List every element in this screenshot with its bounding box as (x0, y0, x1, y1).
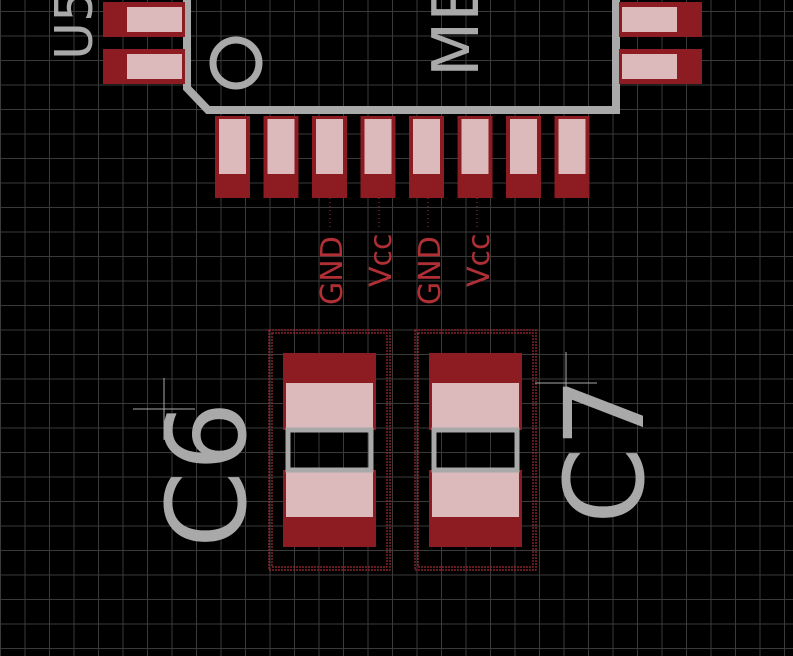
ic-u5[interactable]: ME U5 (45, 0, 702, 198)
ic-bottom-pad-4[interactable] (360, 116, 396, 198)
net-label-gnd: GND (315, 236, 350, 305)
c6-courtyard (268, 329, 391, 571)
ic-bottom-pad-3[interactable] (312, 116, 347, 198)
c7-body-outline (431, 427, 520, 473)
net-label-vcc: Vcc (364, 233, 399, 287)
ic-bottom-pad-8[interactable] (554, 116, 590, 198)
net-labels: GND Vcc GND Vcc (315, 198, 497, 305)
ic-bottom-pad-7[interactable] (506, 116, 541, 198)
net-label-vcc: Vcc (462, 233, 497, 287)
ic-left-pad-1[interactable] (103, 2, 185, 37)
c7-pad-bottom[interactable] (429, 470, 522, 547)
net-label-gnd: GND (413, 236, 448, 305)
pin1-marker (209, 36, 263, 90)
c6-origin-cross (133, 378, 195, 440)
c6-body-outline (285, 427, 374, 473)
ic-left-pad-2[interactable] (103, 49, 185, 84)
c6-pad-top[interactable] (283, 353, 376, 430)
ic-bottom-pad-5[interactable] (409, 116, 444, 198)
ic-ref-label: U5 (45, 0, 105, 60)
c7-pad-top[interactable] (429, 353, 522, 430)
ic-bottom-pad-6[interactable] (457, 116, 493, 198)
ic-bottom-pads (215, 116, 590, 198)
c7-ref-label: C7 (541, 377, 669, 524)
ic-bottom-pad-2[interactable] (263, 116, 299, 198)
capacitor-c7[interactable]: C7 (414, 329, 669, 571)
c6-pad-bottom[interactable] (283, 470, 376, 547)
capacitor-c6[interactable]: C6 (133, 329, 391, 571)
c7-origin-cross (535, 352, 597, 414)
ic-right-pad-2[interactable] (619, 49, 702, 84)
ic-right-pad-1[interactable] (619, 2, 702, 37)
ic-name-label: ME (420, 0, 494, 77)
c7-courtyard (414, 329, 537, 571)
ic-bottom-pad-1[interactable] (215, 116, 250, 198)
ic-outline (183, 0, 620, 114)
c6-ref-label: C6 (143, 401, 271, 548)
